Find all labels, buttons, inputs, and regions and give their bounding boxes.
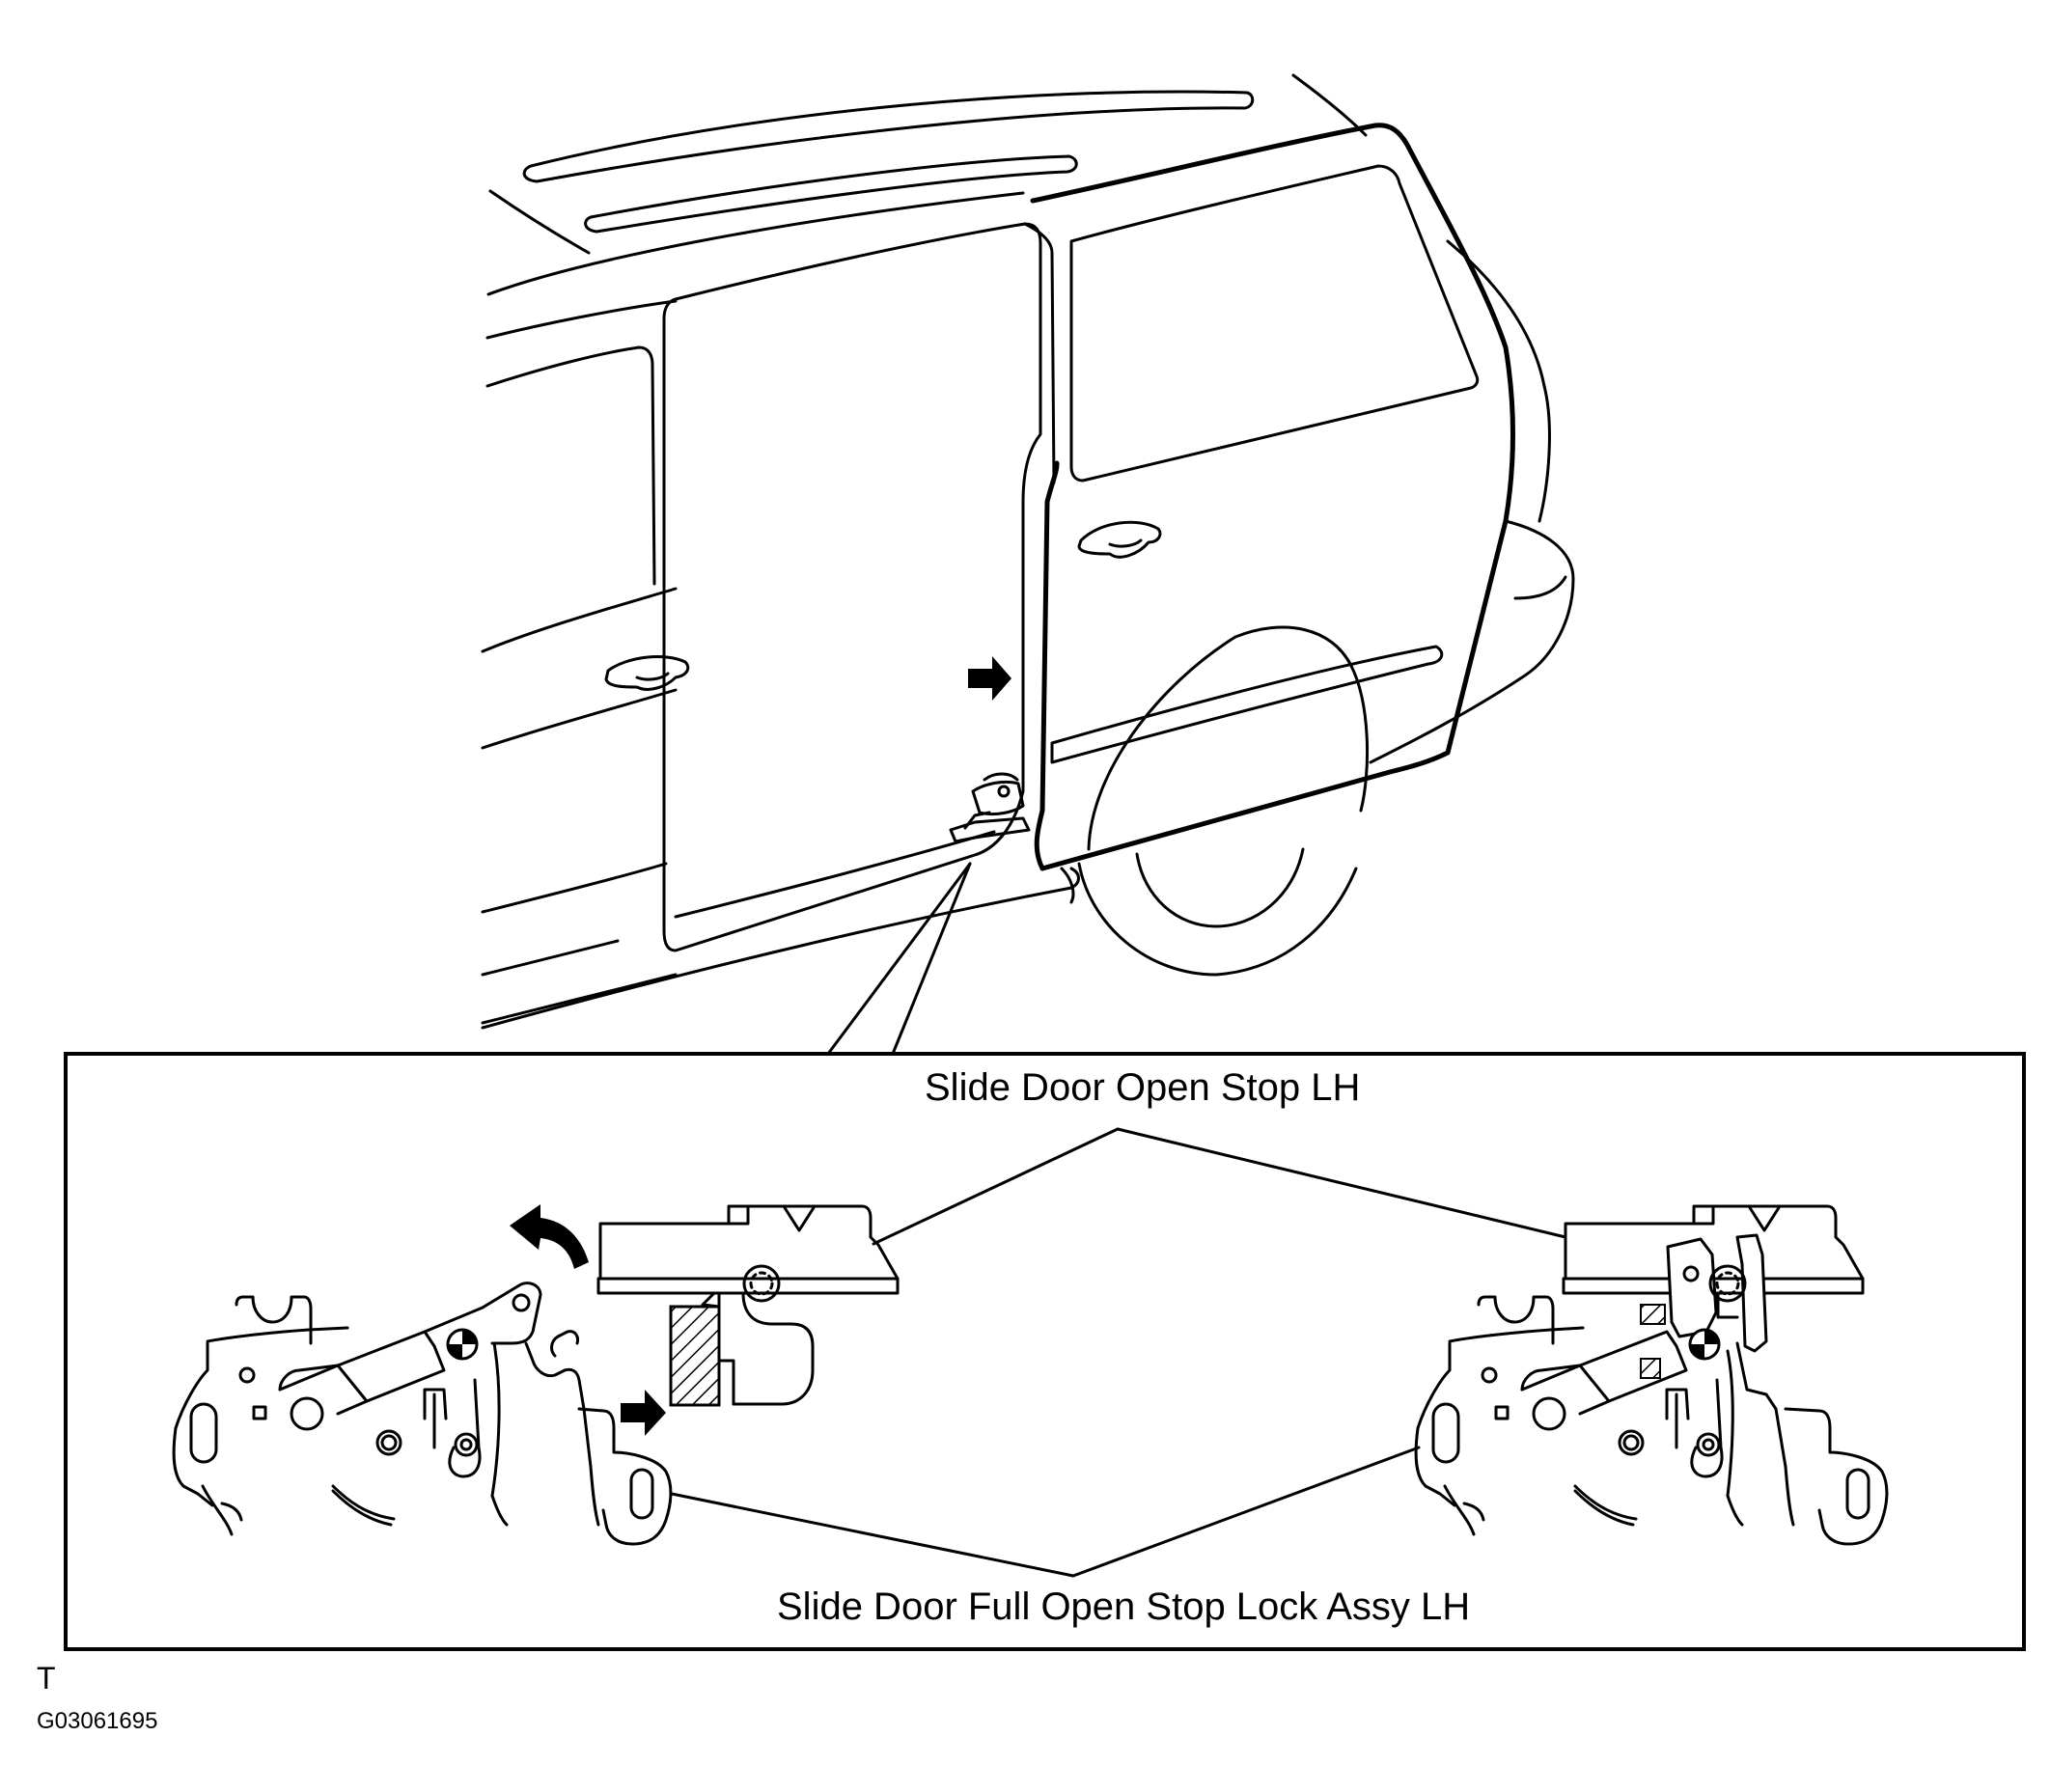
rocker-bottom [481,867,1080,1030]
stop-lock-assembly-right [1414,1204,1889,1546]
label-slide-door-full-open-stop-lock-assy: Slide Door Full Open Stop Lock Assy LH [777,1585,1471,1628]
detail-callout-box [64,1052,2026,1651]
roof-rail-upper [522,90,1255,183]
roof-front-line [488,189,591,255]
front-door-window-lower [481,587,678,653]
front-door-lower [481,688,678,750]
rear-wheel-tire [1077,862,1358,977]
vehicle-illustration [481,73,1575,1056]
body-window-top [485,345,656,586]
rear-quarter-trim [1050,645,1444,764]
push-arrow-icon [621,1390,666,1436]
roof-rail-lower [584,154,1078,234]
figure-code: G03061695 [37,1708,158,1734]
open-stop-location-icon [949,772,1031,843]
rear-bumper [1369,519,1575,764]
body-belt-line [485,299,678,340]
slide-door-inner-edge [1023,222,1056,484]
rocker-line-1 [481,862,668,914]
rocker-line-3 [481,973,678,1025]
door-movement-arrow-icon [968,656,1011,701]
rotate-arrow-icon [510,1204,589,1269]
under-body [1060,867,1075,904]
front-door-handle [604,655,690,691]
rear-wheel-arch [1087,625,1370,851]
callout-leader-right [891,862,972,1056]
slide-door-panel [662,222,1042,952]
open-stop-part [596,1204,900,1407]
rear-wheel-rim [1135,847,1305,928]
callout-leader-left [826,862,972,1056]
label-slide-door-open-stop: Slide Door Open Stop LH [925,1066,1361,1109]
rocker-line-2 [481,939,620,977]
roof-rear [1291,73,1368,137]
rear-quarter-window [1069,164,1480,482]
roof-edge [486,191,1025,296]
hatched-stop-block [669,1305,721,1407]
rear-door-opening [1030,123,1515,871]
stop-lock-assembly-left [172,1204,673,1546]
rear-body [1446,239,1551,523]
corner-mark: T [37,1661,56,1696]
label-leader-lines [670,1127,1567,1578]
rear-bumper-inner [1513,575,1567,600]
rear-quarter-handle [1077,520,1162,559]
slide-door-lower-trim [674,830,996,919]
